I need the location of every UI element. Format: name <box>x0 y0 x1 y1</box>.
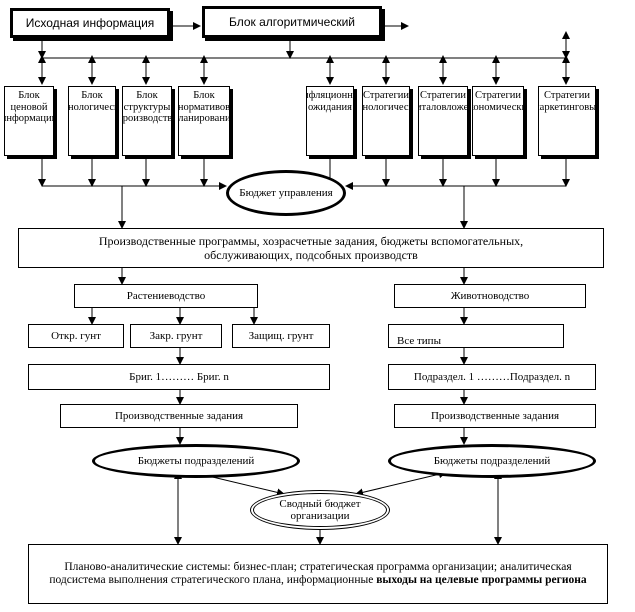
subdivisions-box: Подраздел. 1 ………Подраздел. n <box>388 364 596 390</box>
brigades-box: Бриг. 1……… Бриг. n <box>28 364 330 390</box>
plant-growing-box: Растениеводство <box>74 284 258 308</box>
block-planning-norms: Блок нормативов планирования <box>178 86 230 156</box>
source-info-label: Исходная информация <box>25 16 155 30</box>
plant-tasks-box: Производственные задания <box>60 404 298 428</box>
algorithmic-block-box: Блок алгоритмический <box>202 6 382 38</box>
block-production-structure: Блок структуры производства <box>122 86 172 156</box>
animal-husbandry-box: Животноводство <box>394 284 586 308</box>
consolidated-budget-ellipse: Сводный бюджет организации <box>250 490 390 530</box>
plant-unit-budgets-ellipse: Бюджеты подразделений <box>92 444 300 478</box>
block-marketing-strategies: Стратегии маркетинговые <box>538 86 596 156</box>
block-technological: Блок технологический <box>68 86 116 156</box>
budget-management-ellipse: Бюджет управления <box>226 170 346 216</box>
animal-tasks-box: Производственные задания <box>394 404 596 428</box>
animal-unit-budgets-ellipse: Бюджеты подразделений <box>388 444 596 478</box>
block-price-info: Блок ценовой информации <box>4 86 54 156</box>
block-economic-strategies: Стратегии экономические <box>472 86 524 156</box>
algorithmic-block-label: Блок алгоритмический <box>228 15 355 29</box>
block-tech-strategies: Стратегии технологические <box>362 86 410 156</box>
open-ground-box: Откр. гунт <box>28 324 124 348</box>
block-investment-strategies: Стратегии капиталовложений <box>418 86 468 156</box>
regional-programs-outputs: выходы на целевые программы региона <box>376 574 587 586</box>
analytical-systems-box: Планово-аналитические системы: бизнес-пл… <box>28 544 608 604</box>
analytical-systems-text: Планово-аналитические системы: бизнес-пл… <box>49 561 572 586</box>
source-info-box: Исходная информация <box>10 8 170 38</box>
protected-ground-box: Защищ. грунт <box>232 324 330 348</box>
production-programs-box: Производственные программы, хозрасчетные… <box>18 228 604 268</box>
all-types-box: Все типы <box>388 324 564 348</box>
closed-ground-box: Закр. грунт <box>130 324 222 348</box>
block-inflation-expectations: Инфляционные ожидания <box>306 86 354 156</box>
